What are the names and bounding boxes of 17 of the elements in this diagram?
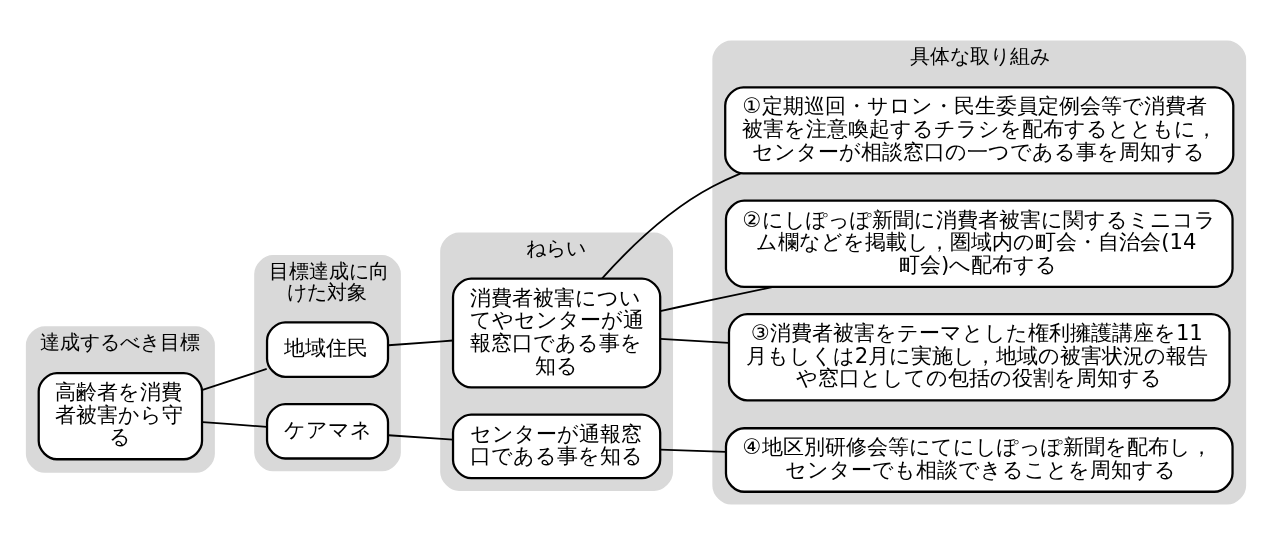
connector <box>659 286 775 312</box>
node-box: ③消費者被害をテーマとした権利擁護講座を11月もしくは2月に実施し，地域の被害状況の報告や窓口としての包括の役割を周知する <box>727 312 1231 402</box>
connector <box>387 434 454 441</box>
connector <box>601 172 742 280</box>
node-box: ケアマネ <box>265 402 390 460</box>
node-box: ①定期巡回・サロン・民生委員定例会等で消費者被害を注意喚起するチラシを配布するとともに，センターが相談窓口の一つである事を周知する <box>724 86 1235 175</box>
node-box: センターが通報窓口である事を知る <box>451 413 662 480</box>
node-box: 地域住民 <box>265 321 390 378</box>
node-box: 消費者被害についてやセンターが通報窓口である事を知る <box>451 277 662 389</box>
connector <box>659 448 727 453</box>
connector <box>387 339 454 347</box>
connector <box>201 368 268 391</box>
connector <box>201 421 268 428</box>
connector <box>659 337 730 344</box>
node-box: 高齢者を消費者被害から守る <box>37 371 204 461</box>
node-box: ②にしぽっぽ新聞に消費者被害に関するミニコラム欄などを掲載し，圏域内の町会・自治会(14町会)へ配布する <box>724 199 1234 288</box>
node-box: ④地区別研修会等にてにしぽっぽ新聞を配布し，センターでも相談できることを周知する <box>724 427 1234 493</box>
